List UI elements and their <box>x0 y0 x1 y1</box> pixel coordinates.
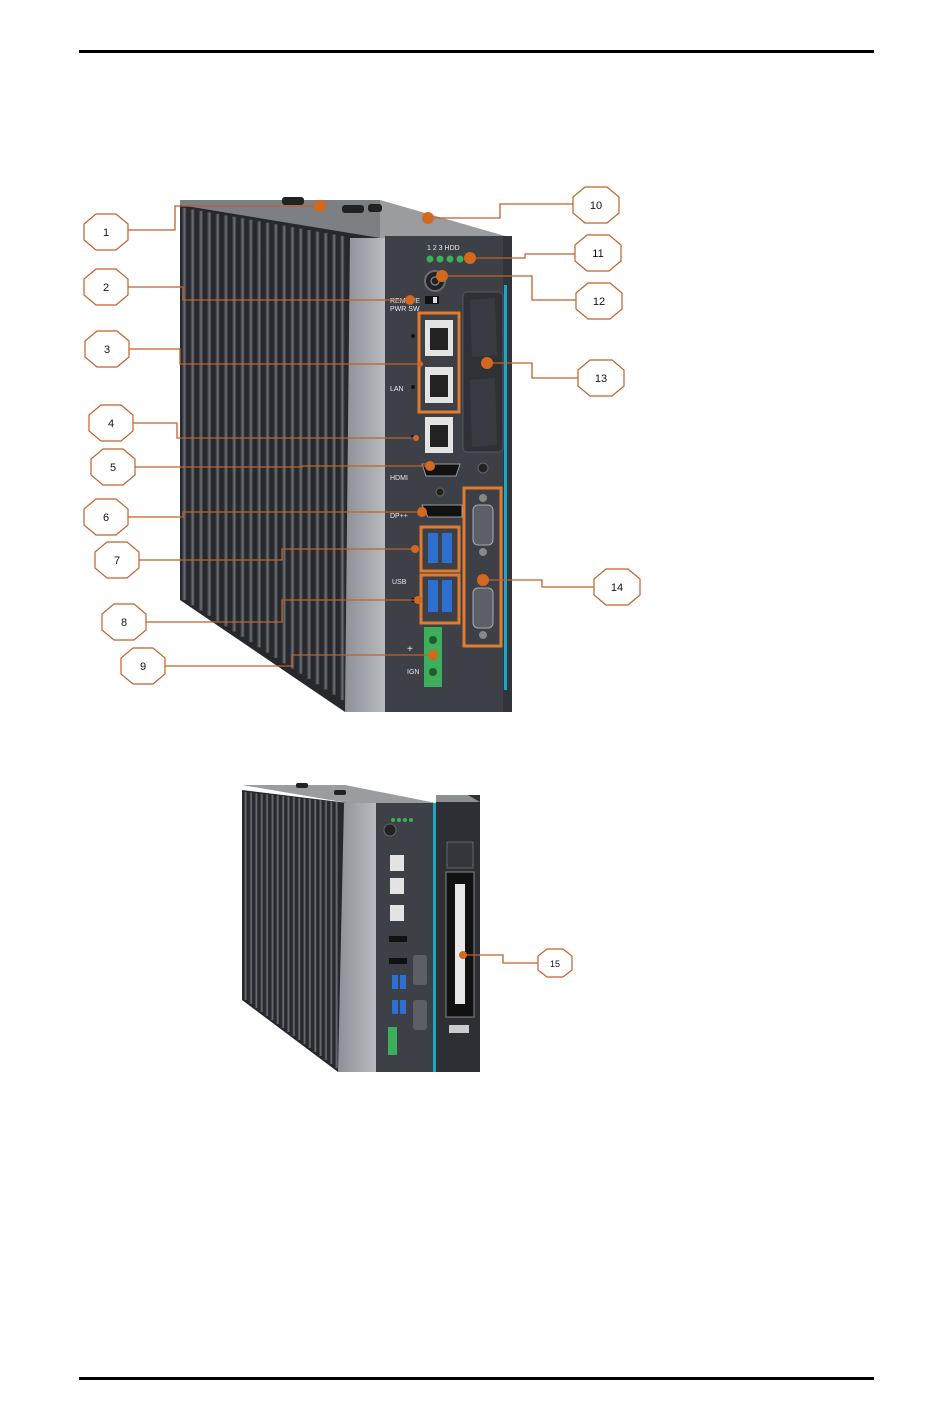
led-3 <box>447 256 454 263</box>
plus-label: + <box>407 644 413 655</box>
svg-text:10: 10 <box>590 200 602 212</box>
svg-text:1: 1 <box>103 227 109 239</box>
led-labels: 1 2 3 HDD <box>427 245 460 252</box>
svg-text:6: 6 <box>103 512 109 524</box>
callout-3: 3 <box>85 331 129 367</box>
svg-text:11: 11 <box>592 248 603 260</box>
callout-11: 11 <box>575 235 621 271</box>
callout-12: 12 <box>576 283 622 319</box>
svg-text:4: 4 <box>108 418 114 430</box>
hdmi-label: HDMI <box>390 475 408 482</box>
callout-7: 7 <box>95 542 139 578</box>
led-hdd <box>457 256 464 263</box>
svg-text:13: 13 <box>595 373 607 385</box>
callout-4: 4 <box>89 405 133 441</box>
callout-14: 14 <box>594 569 640 605</box>
led-1 <box>427 256 434 263</box>
svg-text:5: 5 <box>110 462 116 474</box>
svg-text:12: 12 <box>593 296 605 308</box>
svg-text:3: 3 <box>104 344 110 356</box>
remote-label-2: PWR SW <box>390 306 420 313</box>
ign-label: IGN <box>407 669 419 676</box>
callout-6: 6 <box>84 499 128 535</box>
dp-label: DP++ <box>390 513 408 520</box>
svg-text:8: 8 <box>121 617 127 629</box>
device-expansion-view <box>242 783 480 1072</box>
callout-5: 5 <box>91 449 135 485</box>
callout-1: 1 <box>84 214 128 250</box>
callout-13: 13 <box>578 360 624 396</box>
led-2 <box>437 256 444 263</box>
svg-text:9: 9 <box>140 661 146 673</box>
svg-text:14: 14 <box>611 582 623 594</box>
svg-text:15: 15 <box>550 959 560 969</box>
callout-15: 15 <box>538 949 572 977</box>
lan-label: LAN <box>390 386 404 393</box>
callout-8: 8 <box>102 604 146 640</box>
usb-label: USB <box>392 579 407 586</box>
callout-10: 10 <box>573 187 619 223</box>
callout-2: 2 <box>84 269 128 305</box>
svg-text:7: 7 <box>114 555 120 567</box>
accent-stripe <box>504 285 507 690</box>
callout-9: 9 <box>121 648 165 684</box>
device-front-view: 1 2 3 HDD REMOTE PWR SW LAN HDMI <box>180 197 512 712</box>
svg-text:2: 2 <box>103 282 109 294</box>
